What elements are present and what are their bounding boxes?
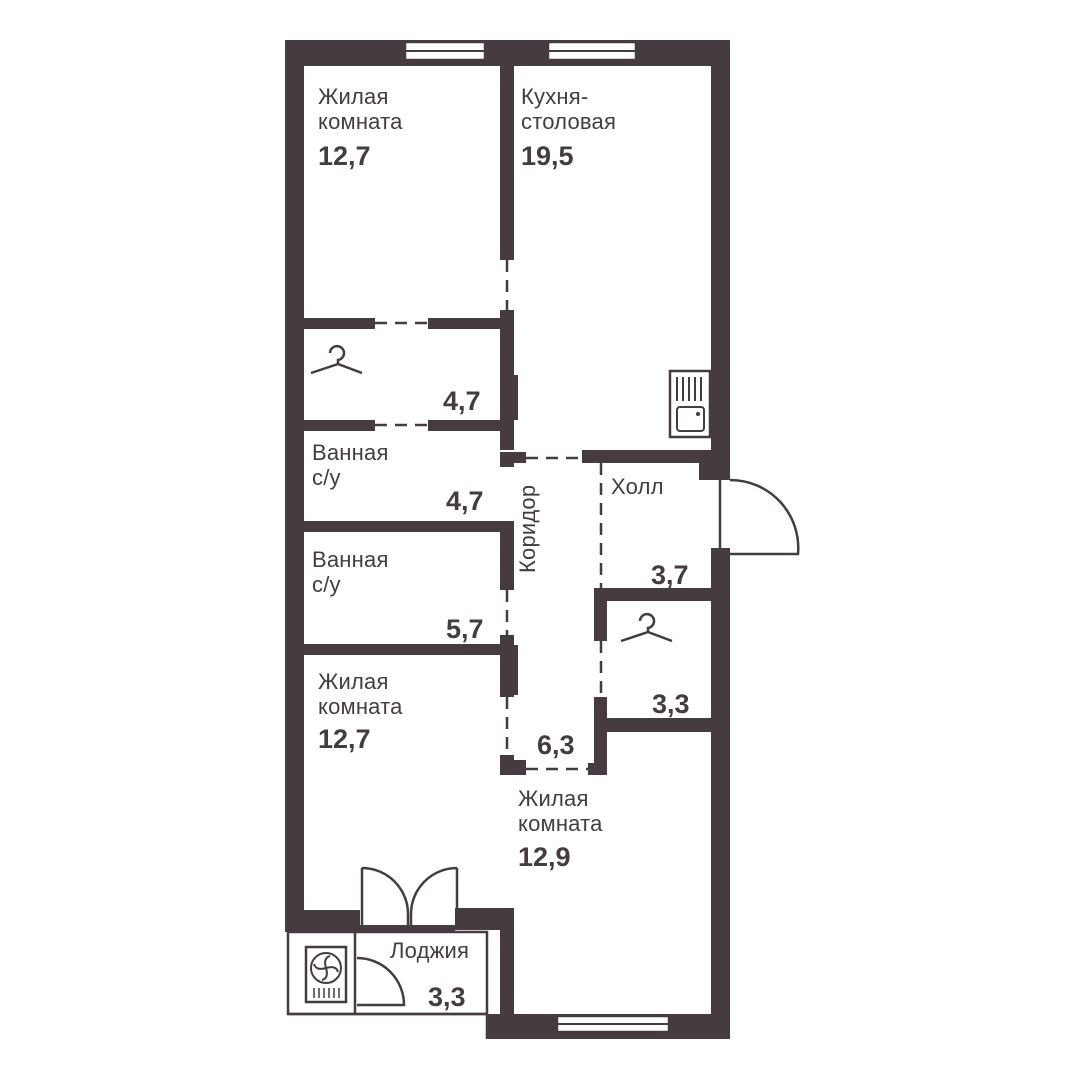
pillar-1 xyxy=(507,375,518,420)
hanger-icon xyxy=(620,612,673,643)
room-label-kitchen: Кухня- столовая xyxy=(521,84,617,134)
room-label-loggia: Лоджия xyxy=(390,938,470,963)
room-area-bathroom-1: 4,7 xyxy=(446,486,484,516)
wall-kitchen-hall-b xyxy=(582,450,730,463)
kitchen-sink-icon xyxy=(668,369,712,439)
wall-wardrobe2-bottom xyxy=(594,718,730,732)
fixtures xyxy=(304,344,712,1004)
windows xyxy=(403,40,671,1034)
wall-bath2-bottom xyxy=(285,644,514,655)
pillar-3 xyxy=(514,760,526,775)
openings xyxy=(375,260,603,771)
wall-left xyxy=(285,40,304,930)
room-area-loggia: 3,3 xyxy=(428,982,466,1012)
balcony-door-right xyxy=(409,866,459,925)
room-area-kitchen: 19,5 xyxy=(521,141,574,171)
room-label-hall: Холл xyxy=(611,474,664,499)
wall-bath-top-b xyxy=(428,420,514,431)
doors xyxy=(356,478,800,1007)
room-area-living-room-1: 12,7 xyxy=(318,141,371,171)
wall-divider-7 xyxy=(500,908,514,1038)
wall-entry-jamb xyxy=(699,462,730,480)
wall-wardrobe2-top xyxy=(594,588,730,601)
wall-top xyxy=(285,40,730,66)
wall-left-interior-stub xyxy=(285,910,360,932)
wall-kitchen-hall-a xyxy=(507,452,526,463)
room-area-living-room-2: 12,7 xyxy=(318,724,371,754)
wall-wardrobe-top-b xyxy=(428,318,514,329)
wall-divider-6 xyxy=(500,755,514,775)
wall-corridor-bottom-stub xyxy=(588,763,607,775)
fan-unit-icon xyxy=(304,945,348,1004)
room-area-bathroom-2: 5,7 xyxy=(446,614,484,644)
balcony-door-left xyxy=(360,866,410,925)
room-label-bathroom-2: Ванная с/у xyxy=(312,547,389,597)
wall-wardrobe2-left-b xyxy=(594,697,607,775)
room-label-corridor: Коридор xyxy=(515,484,540,573)
walls xyxy=(285,40,730,1039)
wall-bath-top-a xyxy=(285,420,375,431)
room-area-hall: 3,7 xyxy=(651,560,689,590)
wall-wardrobe2-left-a xyxy=(594,588,607,641)
pillar-2 xyxy=(507,645,518,695)
room-area-corridor: 6,3 xyxy=(537,730,575,760)
room-area-wardrobe-1: 4,7 xyxy=(443,386,481,416)
loggia-door xyxy=(356,956,406,1007)
room-label-living-room-2: Жилая комната xyxy=(318,669,403,719)
hanger-icon xyxy=(310,344,363,375)
room-area-wardrobe-2: 3,3 xyxy=(652,689,690,719)
wall-divider-1 xyxy=(500,62,514,260)
room-label-living-room-1: Жилая комната xyxy=(318,84,403,134)
entry-door-leaf xyxy=(729,478,800,556)
room-area-living-room-3: 12,9 xyxy=(518,842,571,872)
wall-wardrobe-top-a xyxy=(285,318,375,329)
wall-divider-4 xyxy=(500,522,514,590)
wall-right-lower xyxy=(711,548,730,1038)
room-label-bathroom-1: Ванная с/у xyxy=(312,440,389,490)
wall-right-upper xyxy=(711,40,730,480)
room-label-living-room-3: Жилая комната xyxy=(518,786,603,836)
wall-loggia-top xyxy=(455,908,514,930)
wall-loggia-sill xyxy=(360,925,455,931)
wall-bath-divider xyxy=(285,521,514,532)
